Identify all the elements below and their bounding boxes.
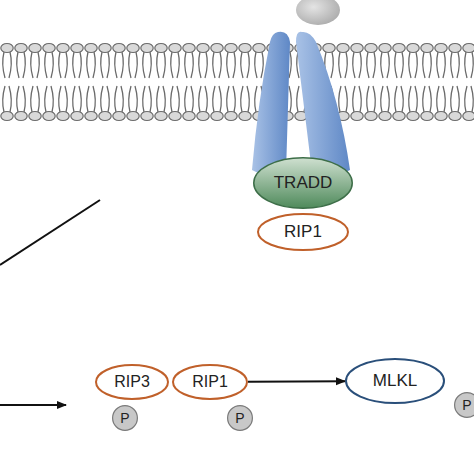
pathway-arrow xyxy=(248,380,345,383)
lipid-bilayer xyxy=(0,40,474,124)
effector-ellipse: MLKL xyxy=(345,358,445,404)
kinase-ellipse: RIP1 xyxy=(257,213,349,251)
node-label: RIP3 xyxy=(114,373,150,391)
node-label: TRADD xyxy=(274,173,333,193)
phospho-circle: P xyxy=(112,405,138,431)
node-label: P xyxy=(120,410,129,426)
node-label: RIP1 xyxy=(284,222,322,242)
adaptor-ellipse: TRADD xyxy=(253,157,353,209)
leader-line xyxy=(0,200,100,265)
receptor-lobe xyxy=(252,32,290,176)
phospho-circle: P xyxy=(454,392,474,418)
node-label: P xyxy=(462,397,471,413)
node-label: MLKL xyxy=(373,371,417,391)
incoming-arrow xyxy=(0,404,66,406)
kinase-ellipse: RIP3 xyxy=(95,364,169,400)
receptor-lobe xyxy=(296,32,350,176)
kinase-ellipse: RIP1 xyxy=(172,364,248,400)
node-label: P xyxy=(235,410,244,426)
node-label: RIP1 xyxy=(192,373,228,391)
ligand xyxy=(296,0,340,25)
phospho-circle: P xyxy=(227,405,253,431)
